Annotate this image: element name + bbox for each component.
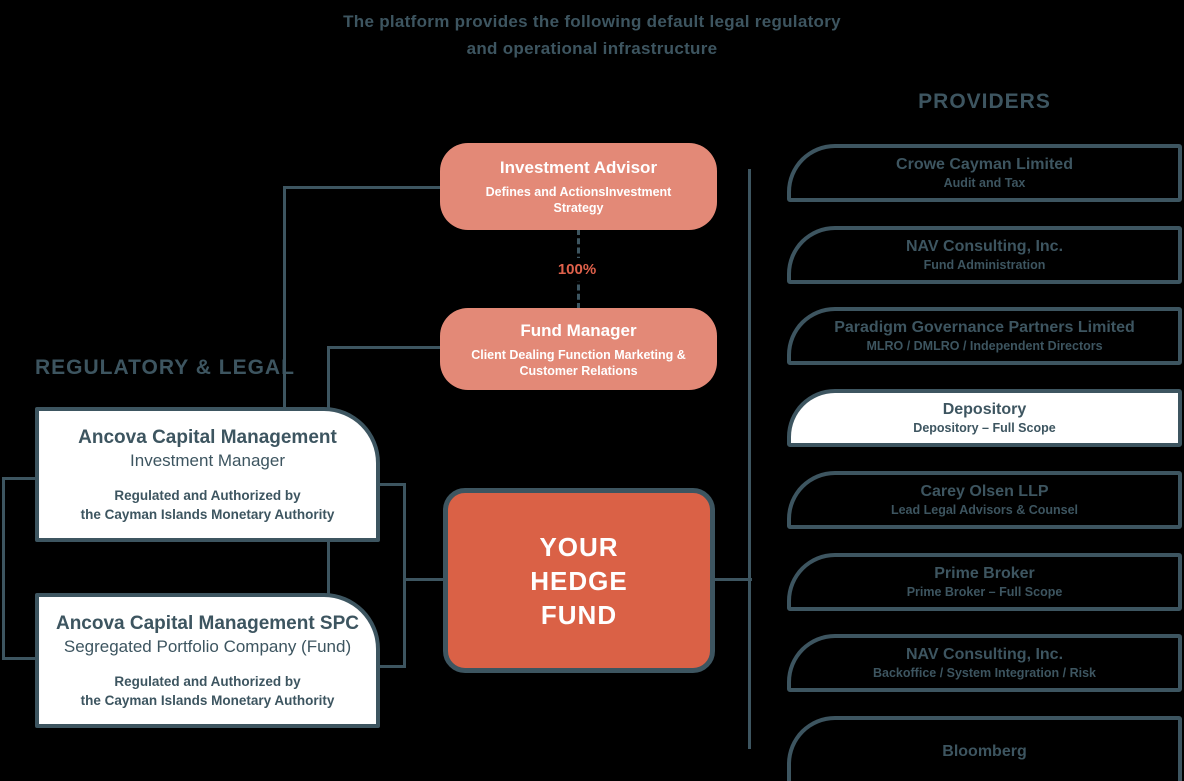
provider-subtitle: Audit and Tax	[943, 176, 1026, 190]
investment-advisor-box: Investment Advisor Defines and ActionsIn…	[440, 143, 717, 230]
fund-manager-box: Fund Manager Client Dealing Function Mar…	[440, 308, 717, 390]
hedge-fund-line-1: YOUR	[539, 531, 619, 562]
hedge-fund-line-2: HEDGE	[530, 565, 628, 596]
connector-regbox1-right-stub	[380, 483, 406, 486]
regulatory-box-investment-manager: Ancova Capital Management Investment Man…	[35, 407, 380, 542]
provider-box-nav-consulting-backoffice: NAV Consulting, Inc. Backoffice / System…	[787, 634, 1182, 692]
provider-title: Carey Olsen LLP	[920, 483, 1049, 500]
connector-regboxes-right-vertical	[403, 483, 406, 668]
ownership-connector: 100%	[510, 229, 644, 309]
regbox2-note-line-2: the Cayman Islands Monetary Authority	[80, 692, 335, 708]
provider-subtitle: Depository – Full Scope	[913, 421, 1056, 435]
regbox2-title: Ancova Capital Management SPC	[55, 612, 360, 634]
provider-title: Bloomberg	[942, 742, 1027, 760]
provider-subtitle: Backoffice / System Integration / Risk	[873, 666, 1096, 680]
provider-subtitle: Lead Legal Advisors & Counsel	[890, 503, 1079, 517]
provider-box-carey-olsen: Carey Olsen LLP Lead Legal Advisors & Co…	[787, 471, 1182, 529]
connector-left-bracket-vertical	[2, 477, 5, 660]
your-hedge-fund-box: YOUR HEDGE FUND	[443, 488, 715, 673]
connector-investment-advisor-vertical	[283, 186, 286, 409]
regbox2-note: Regulated and Authorized by the Cayman I…	[81, 672, 335, 710]
provider-box-depository: Depository Depository – Full Scope	[787, 389, 1182, 447]
provider-box-paradigm-governance: Paradigm Governance Partners Limited MLR…	[787, 307, 1182, 365]
investment-advisor-subtitle: Defines and ActionsInvestment Strategy	[485, 185, 672, 215]
regbox1-note-line-2: the Cayman Islands Monetary Authority	[80, 506, 335, 522]
regbox1-subtitle: Investment Manager	[130, 450, 285, 470]
provider-title: Depository	[942, 401, 1027, 418]
hedge-fund-line-3: FUND	[540, 599, 618, 630]
connector-left-bracket-top-stub	[2, 477, 38, 480]
provider-title: NAV Consulting, Inc.	[905, 238, 1064, 255]
provider-box-nav-consulting-fund-admin: NAV Consulting, Inc. Fund Administration	[787, 226, 1182, 284]
investment-advisor-title: Investment Advisor	[499, 158, 658, 177]
regulatory-box-spc-fund: Ancova Capital Management SPC Segregated…	[35, 593, 380, 728]
ownership-percent-label: 100%	[555, 257, 599, 281]
page-title-line-2: and operational infrastructure	[466, 39, 718, 58]
connector-left-bracket-bottom-stub	[2, 657, 38, 660]
providers-heading: PROVIDERS	[918, 90, 1051, 113]
connector-fund-manager-horizontal	[327, 346, 443, 349]
regbox1-note: Regulated and Authorized by the Cayman I…	[81, 486, 335, 524]
provider-subtitle: MLRO / DMLRO / Independent Directors	[866, 339, 1103, 353]
provider-box-crowe-cayman: Crowe Cayman Limited Audit and Tax	[787, 144, 1182, 202]
regbox1-note-line-1: Regulated and Authorized by	[114, 487, 301, 503]
provider-title: Prime Broker	[934, 565, 1035, 582]
provider-title: Paradigm Governance Partners Limited	[834, 319, 1135, 336]
regbox2-subtitle: Segregated Portfolio Company (Fund)	[63, 636, 352, 656]
provider-title: Crowe Cayman Limited	[896, 156, 1073, 173]
provider-title: NAV Consulting, Inc.	[905, 646, 1064, 663]
page-title: The platform provides the following defa…	[252, 8, 932, 62]
page-title-line-1: The platform provides the following defa…	[343, 12, 841, 31]
fund-manager-title: Fund Manager	[520, 320, 637, 340]
fund-manager-subtitle: Client Dealing Function Marketing & Cust…	[471, 347, 686, 378]
provider-box-bloomberg: Bloomberg	[787, 716, 1182, 781]
provider-box-prime-broker: Prime Broker Prime Broker – Full Scope	[787, 553, 1182, 611]
provider-subtitle: Prime Broker – Full Scope	[906, 585, 1063, 599]
regbox1-title: Ancova Capital Management	[78, 426, 337, 448]
connector-investment-advisor-horizontal	[283, 186, 443, 189]
provider-subtitle: Fund Administration	[923, 258, 1046, 272]
regulatory-legal-heading: REGULATORY & LEGAL	[35, 356, 295, 379]
connector-providers-vertical	[748, 169, 751, 749]
connector-regbox2-right-stub	[380, 665, 406, 668]
regbox2-note-line-1: Regulated and Authorized by	[114, 673, 301, 689]
